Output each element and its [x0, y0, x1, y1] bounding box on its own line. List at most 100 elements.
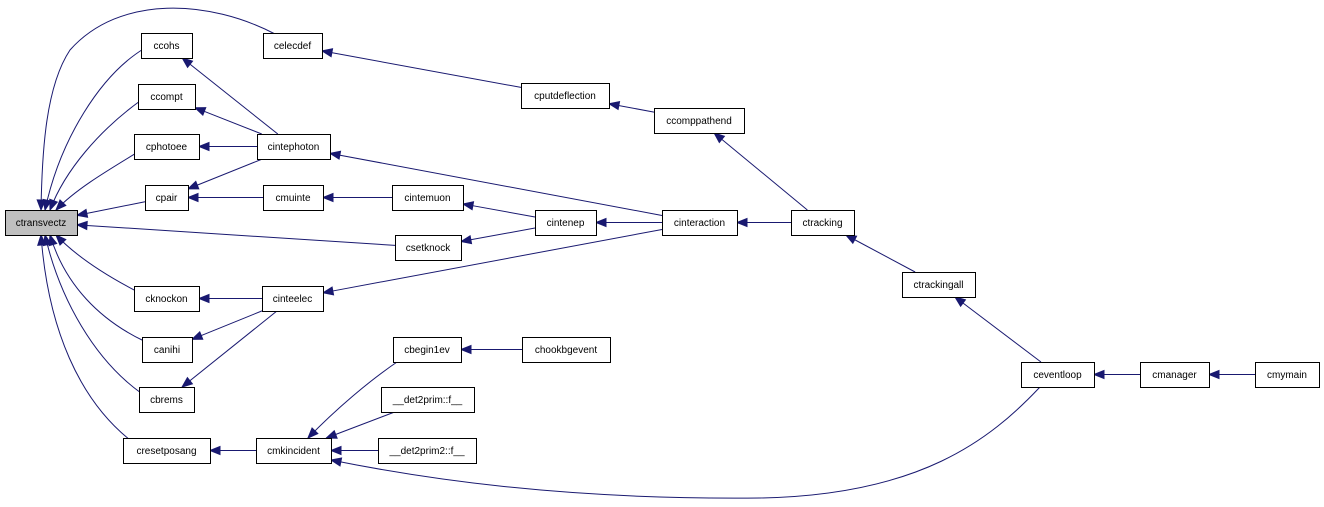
node-box	[263, 33, 323, 59]
node-ctrackingall[interactable]: ctrackingall	[902, 272, 976, 298]
node-label: csetknock	[406, 243, 451, 254]
node-box	[1255, 362, 1320, 388]
edge-cputdeflection-to-celecdef	[320, 48, 522, 88]
node-cintephoton[interactable]: cintephoton	[257, 134, 331, 160]
edge-cknockon-to-ctransvectz	[55, 234, 139, 293]
node-box	[145, 185, 189, 211]
edge-chookbgevent-to-cbegin1ev	[459, 344, 522, 355]
node-box	[522, 337, 611, 363]
node-box	[535, 210, 597, 236]
node-label: cinteraction	[674, 218, 725, 229]
edge-cinteraction-to-cintenep	[594, 217, 662, 228]
edge-cintenep-to-csetknock	[459, 227, 536, 245]
node-box	[123, 438, 211, 464]
node-label: ccompt	[150, 92, 182, 103]
node-csetknock[interactable]: csetknock	[395, 235, 462, 261]
edge-celecdef-to-ctransvectz	[36, 7, 276, 212]
node-cmkincident[interactable]: cmkincident	[256, 438, 332, 464]
graph-edges	[36, 7, 1255, 499]
node-box	[791, 210, 855, 236]
node-det2prim2_f[interactable]: __det2prim2::f__	[378, 438, 477, 464]
node-cinteraction[interactable]: cinteraction	[662, 210, 738, 236]
edge-cintephoton-to-ccompt	[193, 107, 262, 135]
node-ccomppathend[interactable]: ccomppathend	[654, 108, 745, 134]
edge-cmanager-to-ceventloop	[1092, 369, 1140, 380]
node-label: ceventloop	[1033, 370, 1082, 381]
node-box	[138, 84, 196, 110]
node-cmanager[interactable]: cmanager	[1140, 362, 1210, 388]
node-cmymain[interactable]: cmymain	[1255, 362, 1320, 388]
edge-cmuinte-to-cpair	[186, 192, 263, 203]
node-box	[378, 438, 477, 464]
node-ctransvectz[interactable]: ctransvectz	[5, 210, 78, 236]
node-label: cresetposang	[136, 446, 196, 457]
node-label: cpair	[156, 193, 178, 204]
node-canihi[interactable]: canihi	[142, 337, 193, 363]
node-cintemuon[interactable]: cintemuon	[392, 185, 464, 211]
node-cputdeflection[interactable]: cputdeflection	[521, 83, 610, 109]
node-box	[134, 134, 200, 160]
node-ctracking[interactable]: ctracking	[791, 210, 855, 236]
node-box	[257, 134, 331, 160]
node-cmuinte[interactable]: cmuinte	[263, 185, 324, 211]
node-label: cintemuon	[404, 193, 450, 204]
edge-cinteraction-to-cinteelec	[321, 229, 663, 296]
node-chookbgevent[interactable]: chookbgevent	[522, 337, 611, 363]
node-ccohs[interactable]: ccohs	[141, 33, 193, 59]
node-box	[263, 185, 324, 211]
edge-cintenep-to-cintemuon	[461, 201, 536, 218]
edge-cintephoton-to-cpair	[186, 158, 263, 190]
node-label: cmkincident	[267, 446, 320, 457]
edge-cphotoee-to-ctransvectz	[55, 151, 139, 211]
node-box	[5, 210, 78, 236]
edge-ccompt-to-ctransvectz	[49, 100, 141, 212]
node-label: ctransvectz	[16, 218, 67, 229]
node-box	[1021, 362, 1095, 388]
node-label: celecdef	[274, 41, 311, 52]
edge-cmkincident-to-cresetposang	[208, 445, 256, 456]
node-box	[141, 33, 193, 59]
node-celecdef[interactable]: celecdef	[263, 33, 323, 59]
node-cpair[interactable]: cpair	[145, 185, 189, 211]
edge-cinteelec-to-cbrems	[181, 310, 278, 388]
node-cbrems[interactable]: cbrems	[139, 387, 195, 413]
edge-ctrackingall-to-ctracking	[844, 234, 916, 273]
node-box	[381, 387, 475, 413]
node-label: cintenep	[547, 218, 585, 229]
node-label: __det2prim2::f__	[388, 446, 464, 457]
node-box	[392, 185, 464, 211]
node-box	[662, 210, 738, 236]
node-label: ctrackingall	[913, 280, 963, 291]
node-cknockon[interactable]: cknockon	[134, 286, 200, 312]
node-label: cphotoee	[146, 142, 188, 153]
node-box	[393, 337, 462, 363]
node-ceventloop[interactable]: ceventloop	[1021, 362, 1095, 388]
node-box	[395, 235, 462, 261]
node-cphotoee[interactable]: cphotoee	[134, 134, 200, 160]
node-box	[902, 272, 976, 298]
node-det2prim_f[interactable]: __det2prim::f__	[381, 387, 475, 413]
node-cinteelec[interactable]: cinteelec	[262, 286, 324, 312]
node-label: cbegin1ev	[404, 345, 450, 356]
edge-cintemuon-to-cmuinte	[321, 192, 392, 203]
node-label: cmuinte	[275, 193, 310, 204]
node-box	[521, 83, 610, 109]
node-cresetposang[interactable]: cresetposang	[123, 438, 211, 464]
node-box	[142, 337, 193, 363]
node-cintenep[interactable]: cintenep	[535, 210, 597, 236]
edge-csetknock-to-ctransvectz	[75, 220, 396, 246]
edge-cinteraction-to-cintephoton	[328, 150, 663, 216]
edge-cbegin1ev-to-cmkincident	[307, 359, 401, 439]
node-label: __det2prim::f__	[392, 395, 463, 406]
node-ccompt[interactable]: ccompt	[138, 84, 196, 110]
edge-ctracking-to-cinteraction	[735, 217, 791, 228]
node-cbegin1ev[interactable]: cbegin1ev	[393, 337, 462, 363]
node-label: cmanager	[1152, 370, 1197, 381]
edge-cresetposang-to-ctransvectz	[37, 233, 131, 441]
node-label: ccohs	[153, 41, 179, 52]
edge-det2prim2_f-to-cmkincident	[329, 445, 378, 456]
edge-ctracking-to-ccomppathend	[713, 132, 808, 211]
graph-nodes: ctransvectz ccohs ccompt cphotoee cpair cknoc…	[5, 33, 1320, 464]
edge-det2prim_f-to-cmkincident	[325, 411, 395, 439]
edge-ccomppathend-to-cputdeflection	[607, 100, 655, 113]
